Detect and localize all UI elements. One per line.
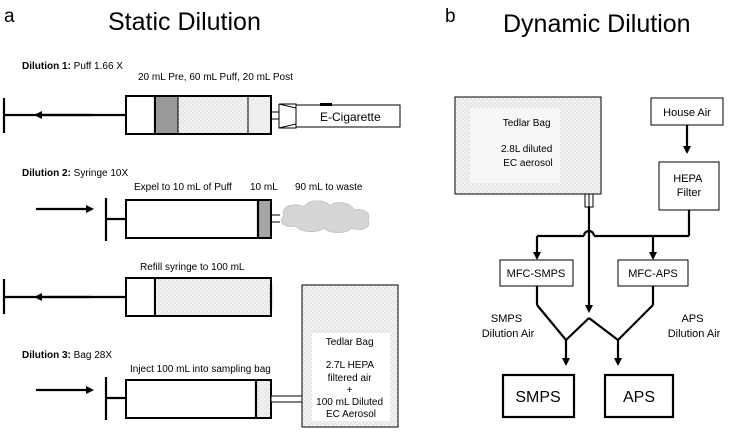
inject-note: Inject 100 mL into sampling bag xyxy=(130,364,271,375)
dynamic-dilution-panel: b Dynamic Dilution Tedlar Bag 2.8L dilut… xyxy=(445,6,724,419)
tedlar-bag-right-label: Tedlar Bag 2.8L diluted EC aerosol xyxy=(501,118,555,169)
mfc-smps-box: MFC-SMPS xyxy=(499,259,574,287)
ten-ml-note: 10 mL xyxy=(250,182,278,193)
e-cigarette-label: E-Cigarette xyxy=(320,110,381,124)
static-dilution-panel: a Static Dilution Dilution 1: Puff 1.66 … xyxy=(2,6,401,428)
hepa-filter-label: HEPA Filter xyxy=(673,173,705,199)
dilution-1-label: Dilution 1: Puff 1.66 X xyxy=(22,61,123,72)
mfc-aps-box: MFC-APS xyxy=(617,259,689,287)
house-air-label: House Air xyxy=(663,107,711,119)
refill-note: Refill syringe to 100 mL xyxy=(140,262,245,273)
panel-letter-a: a xyxy=(4,6,15,27)
post-section xyxy=(248,97,270,133)
waste-cloud xyxy=(281,200,370,233)
aps-dilution-air-label: APS Dilution Air xyxy=(668,313,721,340)
aps-label: APS xyxy=(623,389,655,406)
puff-section-dark xyxy=(156,97,178,133)
syringe-1 xyxy=(2,95,297,135)
mfc-smps-label: MFC-SMPS xyxy=(507,268,566,280)
mfc-aps-label: MFC-APS xyxy=(628,268,678,280)
puff-section xyxy=(178,97,248,133)
tedlar-bag-left: Tedlar Bag 2.7L HEPA filtered air + 100 … xyxy=(301,284,399,428)
e-cigarette: E-Cigarette xyxy=(295,103,401,128)
tedlar-bag-left-label: Tedlar Bag 2.7L HEPA filtered air + 100 … xyxy=(316,337,386,420)
smps-label: SMPS xyxy=(515,389,560,406)
tedlar-bag-right: Tedlar Bag 2.8L diluted EC aerosol xyxy=(454,96,602,208)
flow-lines xyxy=(533,207,691,366)
expel-note: Expel to 10 mL of Puff xyxy=(134,182,232,193)
smps-box: SMPS xyxy=(501,373,576,419)
panel-letter-b: b xyxy=(445,6,456,27)
dynamic-dilution-title: Dynamic Dilution xyxy=(503,10,691,38)
syringe-2 xyxy=(104,198,280,241)
house-air-box: House Air xyxy=(650,97,724,126)
hepa-filter-box: HEPA Filter xyxy=(658,161,720,211)
static-dilution-title: Static Dilution xyxy=(108,8,261,36)
aps-box: APS xyxy=(603,373,675,419)
waste-note: 90 mL to waste xyxy=(295,182,363,193)
syringe-3 xyxy=(2,277,273,317)
smps-dilution-air-label: SMPS Dilution Air xyxy=(482,313,535,340)
dilution-3-label: Dilution 3: Bag 28X xyxy=(22,350,112,361)
syringe-4 xyxy=(104,377,304,420)
dilution-1-note: 20 mL Pre, 60 mL Puff, 20 mL Post xyxy=(138,72,293,83)
dilution-2-label: Dilution 2: Syringe 10X xyxy=(22,168,128,179)
